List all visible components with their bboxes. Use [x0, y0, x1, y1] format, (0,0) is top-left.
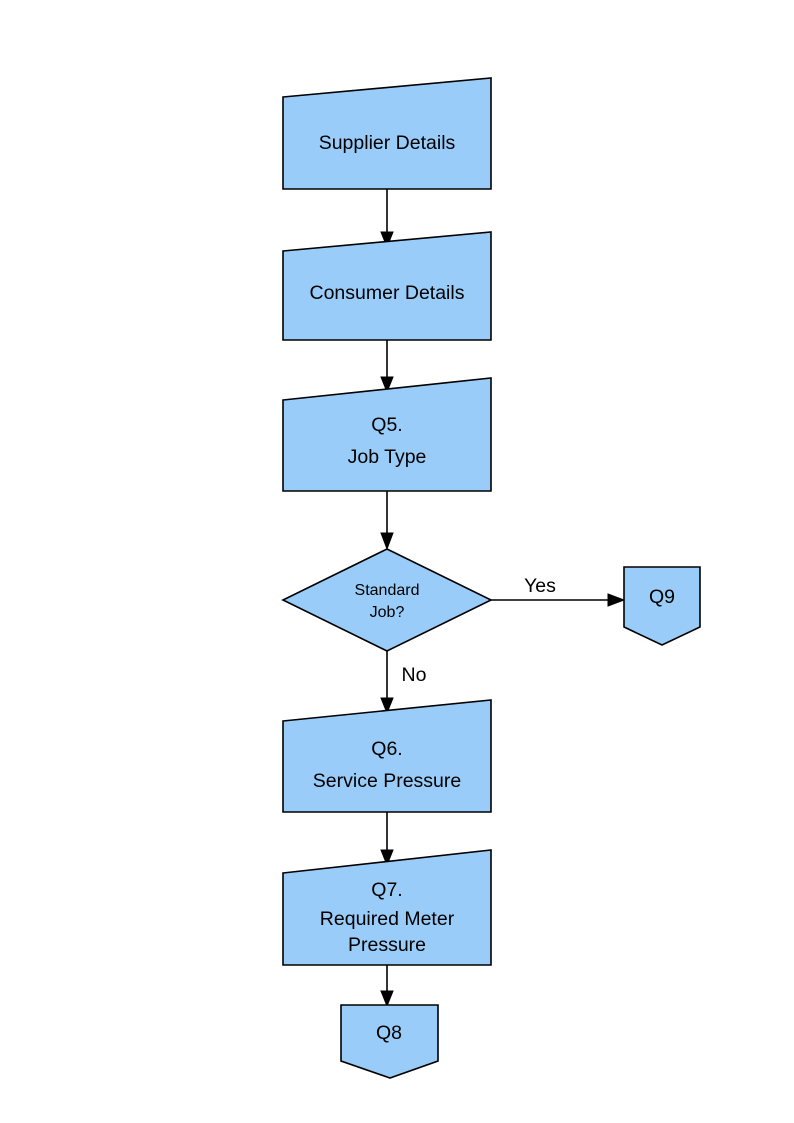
- node-label: Q8: [376, 1022, 402, 1044]
- node-q5-job-type[interactable]: Q5. Job Type: [282, 377, 492, 492]
- node-label-line-1: Q6.: [371, 738, 402, 760]
- node-label-line-2: Job?: [370, 604, 405, 621]
- node-standard-job-decision[interactable]: Standard Job?: [281, 548, 493, 652]
- node-shape-skewed-rectangle[interactable]: [282, 231, 492, 341]
- node-q9[interactable]: Q9: [623, 566, 701, 646]
- arrow-head-icon: [380, 532, 394, 551]
- node-label: Supplier Details: [319, 132, 456, 154]
- arrow-head-icon: [380, 231, 394, 249]
- node-supplier-details[interactable]: Supplier Details: [282, 77, 492, 190]
- node-label: Consumer Details: [310, 282, 465, 304]
- node-shape-diamond[interactable]: [281, 548, 493, 652]
- nodes-layer: Supplier Details Consumer Details Q5. Jo…: [281, 77, 701, 1079]
- node-shape-skewed-rectangle[interactable]: [282, 377, 492, 492]
- node-label-line-1: Q5.: [371, 414, 402, 436]
- edge-q5-to-decision: [380, 491, 394, 551]
- node-q6-service-pressure[interactable]: Q6. Service Pressure: [282, 699, 492, 813]
- node-label-line-1: Standard: [355, 582, 420, 599]
- edge-labels-layer: Yes No: [402, 575, 557, 686]
- node-label-line-2: Service Pressure: [313, 770, 461, 792]
- arrow-head-icon: [380, 849, 394, 867]
- node-shape-skewed-rectangle[interactable]: [282, 849, 492, 966]
- edge-label-no: No: [402, 664, 427, 686]
- edge-label-yes: Yes: [524, 575, 556, 597]
- node-label-line-3: Pressure: [348, 934, 426, 956]
- edges-layer: [380, 189, 626, 1008]
- edge-consumer-to-q5: [380, 340, 394, 394]
- arrow-head-icon: [380, 990, 394, 1008]
- node-shape-shield[interactable]: [623, 566, 701, 646]
- edge-supplier-to-consumer: [380, 189, 394, 249]
- edge-decision-no-to-q6: [380, 651, 394, 715]
- arrow-head-icon: [607, 593, 626, 607]
- edge-q7-to-q8: [380, 965, 394, 1008]
- node-label-line-2: Job Type: [348, 446, 427, 468]
- node-shape-skewed-rectangle[interactable]: [282, 699, 492, 813]
- arrow-head-icon: [380, 376, 394, 394]
- node-shape-skewed-rectangle[interactable]: [282, 77, 492, 190]
- edge-decision-yes-to-q9: [491, 593, 626, 607]
- node-consumer-details[interactable]: Consumer Details: [282, 231, 492, 341]
- node-q8[interactable]: Q8: [340, 1004, 439, 1079]
- edge-q6-to-q7: [380, 812, 394, 867]
- node-label: Q9: [649, 586, 675, 608]
- node-q7-required-meter-pressure[interactable]: Q7. Required Meter Pressure: [282, 849, 492, 966]
- node-label-line-1: Q7.: [371, 879, 402, 901]
- arrow-head-icon: [380, 697, 394, 715]
- node-label-line-2: Required Meter: [320, 908, 455, 930]
- node-shape-shield[interactable]: [340, 1004, 439, 1079]
